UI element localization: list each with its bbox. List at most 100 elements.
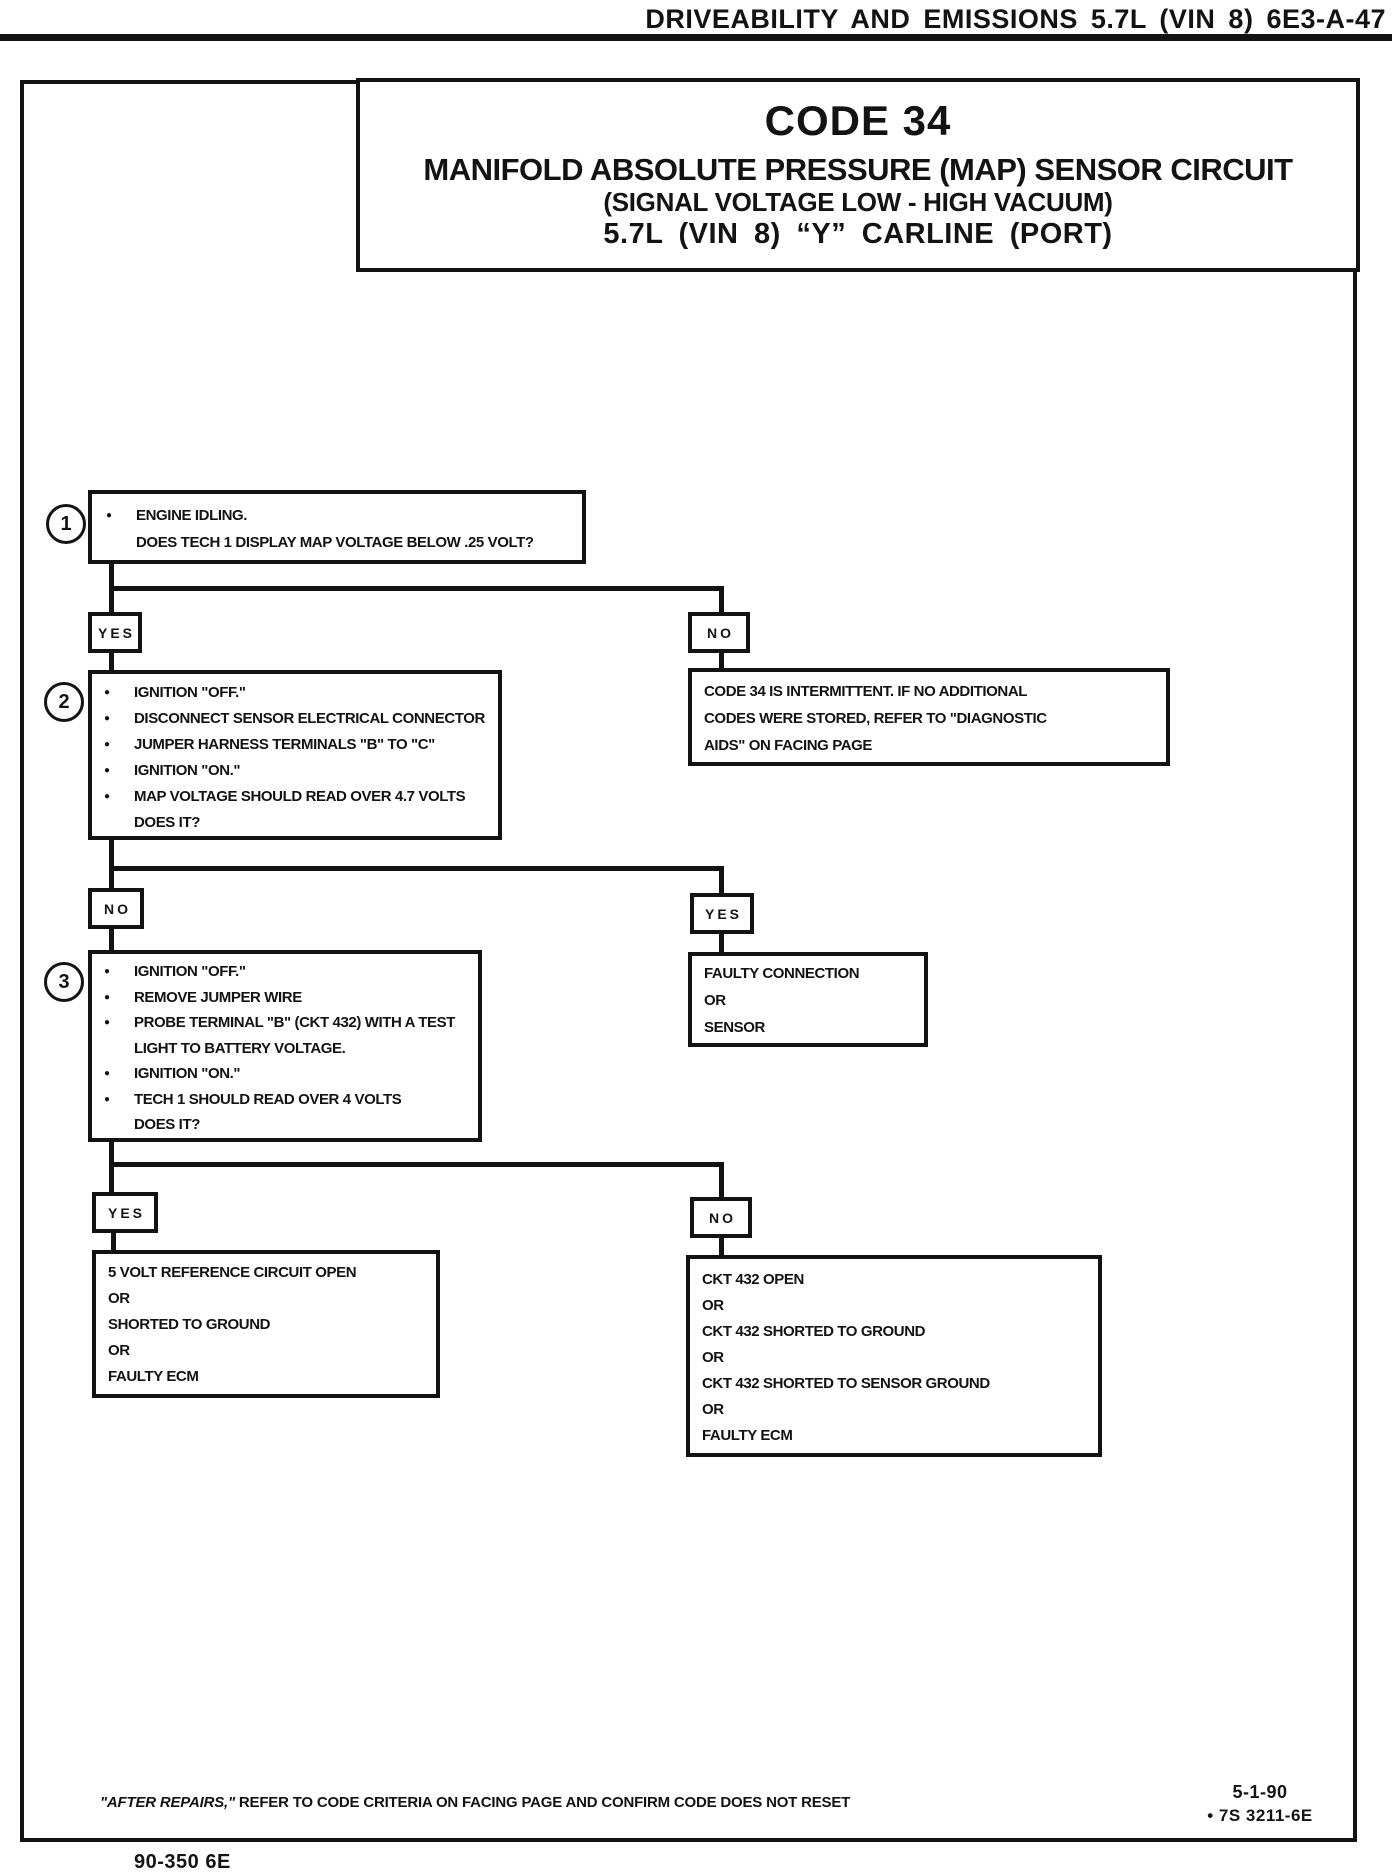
page-header: DRIVEABILITY AND EMISSIONS 5.7L (VIN 8) … bbox=[645, 4, 1386, 35]
bullet-icon: ● bbox=[104, 713, 110, 724]
step2-instruction: ● MAP VOLTAGE SHOULD READ OVER 4.7 VOLTS bbox=[100, 784, 490, 810]
step3-bullet3-text: PROBE TERMINAL "B" (CKT 432) WITH A TEST bbox=[134, 1014, 456, 1031]
step3-instruction: ● IGNITION "ON." bbox=[100, 1061, 470, 1087]
title-box: CODE 34 MANIFOLD ABSOLUTE PRESSURE (MAP)… bbox=[356, 78, 1360, 272]
decision3-yes-box: YES bbox=[92, 1192, 158, 1233]
intermittent-box: CODE 34 IS INTERMITTENT. IF NO ADDITIONA… bbox=[688, 668, 1170, 766]
connector-line bbox=[109, 586, 724, 591]
step-number-3: 3 bbox=[44, 962, 84, 1002]
step-number-3-label: 3 bbox=[58, 970, 70, 993]
step2-box: ● IGNITION "OFF." ● DISCONNECT SENSOR EL… bbox=[88, 670, 502, 840]
title-line2: (SIGNAL VOLTAGE LOW - HIGH VACUUM) bbox=[603, 187, 1113, 217]
step2-question-text: DOES IT? bbox=[134, 814, 200, 831]
header-rule bbox=[0, 34, 1392, 41]
title-line3: 5.7L (VIN 8) “Y” CARLINE (PORT) bbox=[603, 218, 1113, 250]
after-repairs-note: "AFTER REPAIRS," REFER TO CODE CRITERIA … bbox=[100, 1794, 850, 1811]
step-number-1: 1 bbox=[46, 504, 86, 544]
faulty-connection-line: SENSOR bbox=[704, 1019, 765, 1036]
decision3-no-box: NO bbox=[690, 1197, 752, 1238]
step3-bullet5-text: TECH 1 SHOULD READ OVER 4 VOLTS bbox=[134, 1090, 402, 1108]
ckt432-line: FAULTY ECM bbox=[702, 1427, 793, 1444]
bullet-spacer bbox=[102, 529, 136, 556]
decision1-yes-box: YES bbox=[88, 612, 142, 653]
after-repairs-rest: REFER TO CODE CRITERIA ON FACING PAGE AN… bbox=[234, 1794, 851, 1811]
faulty-connection-box: FAULTY CONNECTION OR SENSOR bbox=[688, 952, 928, 1047]
decision2-no-box: NO bbox=[88, 888, 144, 929]
code-title: CODE 34 bbox=[764, 97, 952, 144]
intermittent-line: CODES WERE STORED, REFER TO "DIAGNOSTIC bbox=[704, 710, 1047, 727]
step2-bullet4-text: IGNITION "ON." bbox=[134, 762, 241, 779]
step3-instruction: ● PROBE TERMINAL "B" (CKT 432) WITH A TE… bbox=[100, 1010, 470, 1036]
ref-circuit-line: FAULTY ECM bbox=[108, 1368, 199, 1385]
bullet-icon: ● bbox=[104, 687, 110, 698]
step2-instruction: ● IGNITION "OFF." bbox=[100, 680, 490, 706]
ref-circuit-line: OR bbox=[108, 1342, 130, 1359]
bullet-icon: ● bbox=[106, 510, 112, 521]
ckt432-line: OR bbox=[702, 1297, 724, 1314]
decision3-yes-label: YES bbox=[107, 1204, 145, 1221]
bullet-icon: ● bbox=[104, 1093, 110, 1105]
decision3-no-label: NO bbox=[709, 1209, 736, 1226]
bullet-icon: ● bbox=[104, 739, 110, 750]
decision2-no-label: NO bbox=[104, 900, 131, 917]
connector-line bbox=[109, 866, 724, 871]
connector-line bbox=[719, 1235, 724, 1259]
connector-line bbox=[719, 866, 724, 897]
page-header-title: DRIVEABILITY AND EMISSIONS 5.7L (VIN 8) … bbox=[645, 4, 1386, 34]
ckt432-line: CKT 432 SHORTED TO SENSOR GROUND bbox=[702, 1375, 990, 1392]
faulty-connection-line: OR bbox=[704, 992, 726, 1009]
step3-bullet4-text: IGNITION "ON." bbox=[134, 1065, 241, 1082]
step1-question-text: DOES TECH 1 DISPLAY MAP VOLTAGE BELOW .2… bbox=[136, 534, 534, 551]
step-number-1-label: 1 bbox=[60, 512, 72, 535]
title-line1: MANIFOLD ABSOLUTE PRESSURE (MAP) SENSOR … bbox=[423, 152, 1293, 187]
step1-box: ● ENGINE IDLING. DOES TECH 1 DISPLAY MAP… bbox=[88, 490, 586, 564]
step3-instruction: ● REMOVE JUMPER WIRE bbox=[100, 985, 470, 1011]
decision1-no-label: NO bbox=[707, 624, 734, 641]
step2-instruction: ● IGNITION "ON." bbox=[100, 758, 490, 784]
ckt432-line: OR bbox=[702, 1349, 724, 1366]
step-number-2: 2 bbox=[44, 682, 84, 722]
step3-box: ● IGNITION "OFF." ● REMOVE JUMPER WIRE ●… bbox=[88, 950, 482, 1142]
decision2-yes-label: YES bbox=[704, 905, 742, 922]
ckt432-line: CKT 432 OPEN bbox=[702, 1271, 804, 1288]
revision-block: 5-1-90 • 7S 3211-6E bbox=[1180, 1780, 1340, 1828]
connector-line bbox=[719, 931, 724, 956]
decision2-yes-box: YES bbox=[690, 893, 754, 934]
connector-line bbox=[719, 586, 724, 616]
decision1-yes-label: YES bbox=[97, 624, 135, 641]
step3-question-text: DOES IT? bbox=[134, 1116, 200, 1133]
connector-line bbox=[719, 650, 724, 672]
step3-instruction: ● TECH 1 SHOULD READ OVER 4 VOLTS bbox=[100, 1087, 470, 1113]
bullet-icon: ● bbox=[104, 966, 110, 977]
step2-bullet2-text: DISCONNECT SENSOR ELECTRICAL CONNECTOR bbox=[134, 710, 485, 727]
ckt432-box: CKT 432 OPEN OR CKT 432 SHORTED TO GROUN… bbox=[686, 1255, 1102, 1457]
ref-circuit-line: SHORTED TO GROUND bbox=[108, 1316, 271, 1333]
step3-instruction: ● IGNITION "OFF." bbox=[100, 959, 470, 985]
step3-bullet2-text: REMOVE JUMPER WIRE bbox=[134, 988, 302, 1006]
ref-circuit-line: OR bbox=[108, 1290, 130, 1307]
ckt432-line: CKT 432 SHORTED TO GROUND bbox=[702, 1323, 926, 1340]
connector-line bbox=[109, 838, 114, 892]
step1-bullet1-text: ENGINE IDLING. bbox=[136, 507, 248, 524]
connector-line bbox=[111, 1230, 116, 1254]
document-number: • 7S 3211-6E bbox=[1207, 1806, 1313, 1825]
intermittent-line: CODE 34 IS INTERMITTENT. IF NO ADDITIONA… bbox=[704, 683, 1028, 700]
step2-bullet5-text: MAP VOLTAGE SHOULD READ OVER 4.7 VOLTS bbox=[134, 788, 466, 805]
intermittent-line: AIDS" ON FACING PAGE bbox=[704, 737, 873, 754]
connector-line bbox=[109, 926, 114, 954]
ref-circuit-box: 5 VOLT REFERENCE CIRCUIT OPEN OR SHORTED… bbox=[92, 1250, 440, 1398]
step3-bullet1-text: IGNITION "OFF." bbox=[134, 963, 246, 980]
step3-question: DOES IT? bbox=[100, 1112, 470, 1138]
step-number-2-label: 2 bbox=[58, 690, 70, 713]
connector-line bbox=[109, 1162, 724, 1167]
bullet-icon: ● bbox=[104, 791, 110, 802]
revision-date: 5-1-90 bbox=[1232, 1782, 1288, 1802]
decision1-no-box: NO bbox=[688, 612, 750, 653]
bullet-icon: ● bbox=[104, 765, 110, 776]
bullet-spacer bbox=[100, 810, 134, 836]
step1-instruction: ● ENGINE IDLING. bbox=[102, 502, 572, 529]
step3-instruction-cont: LIGHT TO BATTERY VOLTAGE. bbox=[100, 1036, 470, 1062]
bullet-icon: ● bbox=[104, 1068, 110, 1079]
faulty-connection-line: FAULTY CONNECTION bbox=[704, 965, 860, 982]
